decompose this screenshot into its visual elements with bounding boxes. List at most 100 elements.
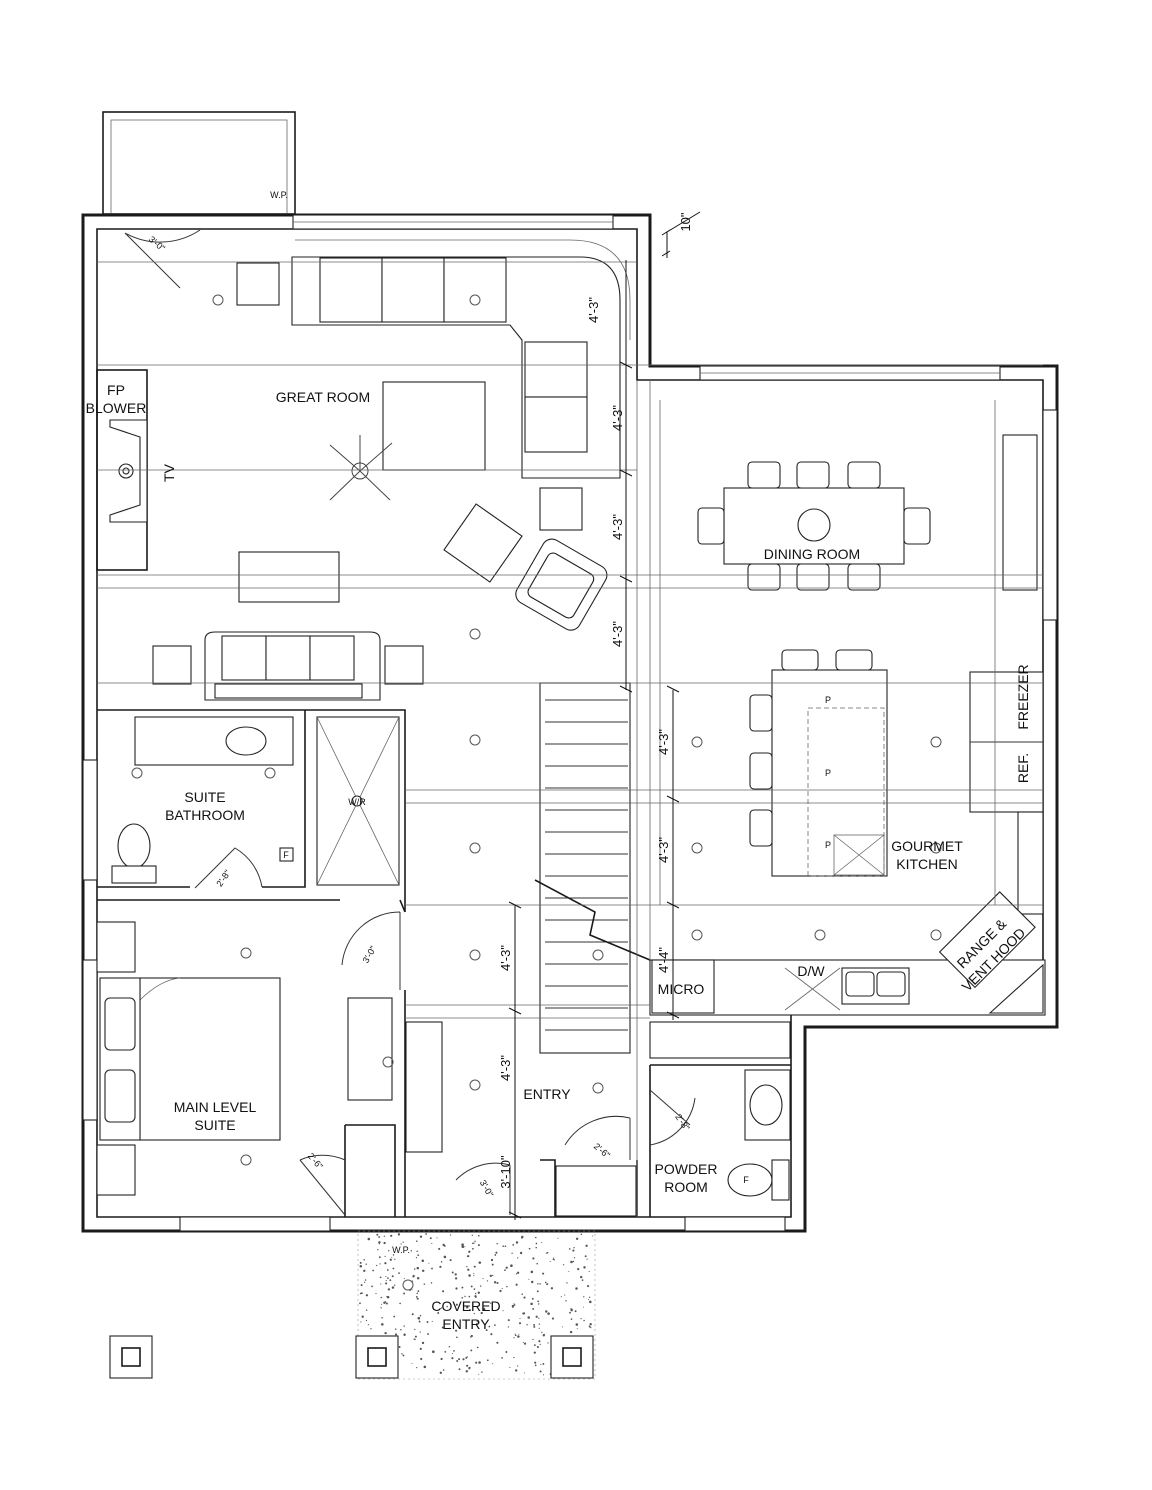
label-covered-entry: ENTRY	[442, 1316, 490, 1332]
patio-stipple	[532, 1338, 534, 1341]
label-wp-top: W.P.	[270, 190, 288, 200]
label-great-room: GREAT ROOM	[276, 389, 370, 405]
patio-stipple	[380, 1283, 382, 1285]
patio-stipple	[570, 1260, 573, 1264]
patio-stipple	[573, 1247, 575, 1249]
patio-stipple	[468, 1367, 470, 1370]
patio-stipple	[384, 1262, 387, 1265]
patio-stipple	[468, 1250, 471, 1253]
patio-stipple	[449, 1259, 452, 1262]
patio-stipple	[496, 1341, 499, 1344]
patio-stipple	[537, 1300, 540, 1303]
patio-stipple	[394, 1328, 397, 1330]
patio-stipple	[367, 1237, 371, 1241]
label-main-suite: SUITE	[194, 1117, 235, 1133]
patio-stipple	[360, 1292, 363, 1295]
loveseat	[204, 631, 381, 701]
patio-stipple	[455, 1303, 458, 1306]
patio-stipple	[502, 1310, 504, 1312]
patio-stipple	[385, 1280, 387, 1282]
patio-stipple	[365, 1319, 368, 1322]
patio-stipple	[476, 1321, 478, 1323]
interior-walls	[96, 369, 791, 1217]
patio-stipple	[502, 1245, 504, 1247]
patio-stipple	[389, 1258, 392, 1261]
dim-4-3-f: 4'-3"	[656, 837, 671, 863]
patio-stipple	[465, 1306, 469, 1309]
patio-stipple	[569, 1311, 571, 1314]
patio-stipple	[442, 1290, 445, 1293]
patio-stipple	[380, 1307, 382, 1309]
patio-stipple	[440, 1261, 443, 1263]
door-2-8-bath: 2'-8"	[214, 868, 232, 888]
patio-stipple	[540, 1364, 542, 1366]
patio-stipple	[438, 1247, 441, 1250]
patio-stipple	[477, 1291, 480, 1294]
patio-stipple	[414, 1328, 416, 1331]
patio-stipple	[363, 1269, 366, 1272]
patio-stipple	[535, 1242, 538, 1245]
ceiling-fan-great-room	[329, 435, 393, 501]
patio-stipple	[414, 1335, 417, 1338]
patio-stipple	[561, 1326, 563, 1328]
patio-stipple	[423, 1283, 426, 1285]
patio-stipple	[470, 1334, 473, 1338]
patio-stipple	[386, 1295, 390, 1299]
patio-stipple	[584, 1255, 587, 1258]
patio-stipple	[437, 1312, 440, 1314]
patio-stipple	[505, 1351, 508, 1353]
patio-stipple	[478, 1234, 480, 1237]
patio-stipple	[384, 1331, 387, 1335]
patio-stipple	[583, 1296, 585, 1298]
patio-stipple	[365, 1294, 369, 1297]
patio-stipple	[388, 1250, 390, 1252]
label-covered: COVERED	[431, 1298, 500, 1314]
patio-stipple	[588, 1299, 590, 1301]
patio-stipple	[431, 1242, 433, 1244]
patio-stipple	[468, 1309, 471, 1312]
patio-stipple	[501, 1288, 503, 1290]
refrigerator	[969, 671, 1044, 915]
patio-stipple	[583, 1306, 585, 1308]
patio-stipple	[359, 1265, 363, 1268]
patio-stipple	[545, 1310, 548, 1313]
patio-stipple	[384, 1255, 386, 1257]
patio-stipple	[569, 1330, 573, 1334]
patio-stipple	[442, 1369, 445, 1371]
patio-stipple	[488, 1325, 491, 1328]
side-table	[539, 487, 583, 531]
patio-stipple	[514, 1333, 516, 1335]
patio-stipple	[524, 1342, 527, 1345]
suite-bathroom-fixtures	[111, 716, 400, 886]
patio-stipple	[536, 1290, 539, 1293]
patio-stipple	[386, 1269, 389, 1271]
patio-stipple	[419, 1347, 422, 1350]
dim-3-10: 3'-10"	[498, 1155, 513, 1189]
patio-stipple	[473, 1313, 475, 1315]
patio-stipple	[443, 1255, 447, 1259]
ceiling-lines	[97, 261, 1043, 1217]
patio-stipple	[495, 1251, 498, 1254]
patio-stipple	[572, 1249, 575, 1252]
patio-stipple	[534, 1361, 537, 1364]
patio-stipple	[423, 1365, 427, 1369]
patio-stipple	[381, 1323, 384, 1326]
patio-stipple	[532, 1307, 535, 1310]
entry-bench	[405, 1021, 443, 1153]
patio-stipple	[401, 1353, 403, 1355]
patio-stipple	[456, 1360, 459, 1362]
patio-stipple	[409, 1288, 412, 1291]
dim-4-3-g: 4'-3"	[498, 945, 513, 971]
patio-stipple	[513, 1337, 515, 1339]
label-entry: ENTRY	[523, 1086, 571, 1102]
patio-stipple	[486, 1280, 489, 1282]
patio-stipple	[383, 1241, 386, 1245]
patio-stipple	[510, 1264, 513, 1267]
patio-stipple	[446, 1305, 448, 1308]
patio-stipple	[364, 1279, 367, 1281]
patio-stipple	[375, 1264, 378, 1267]
label-outlet-3: P	[825, 840, 831, 850]
patio-stipple	[476, 1323, 478, 1325]
patio-stipple	[441, 1326, 444, 1329]
patio-stipple	[428, 1262, 430, 1264]
